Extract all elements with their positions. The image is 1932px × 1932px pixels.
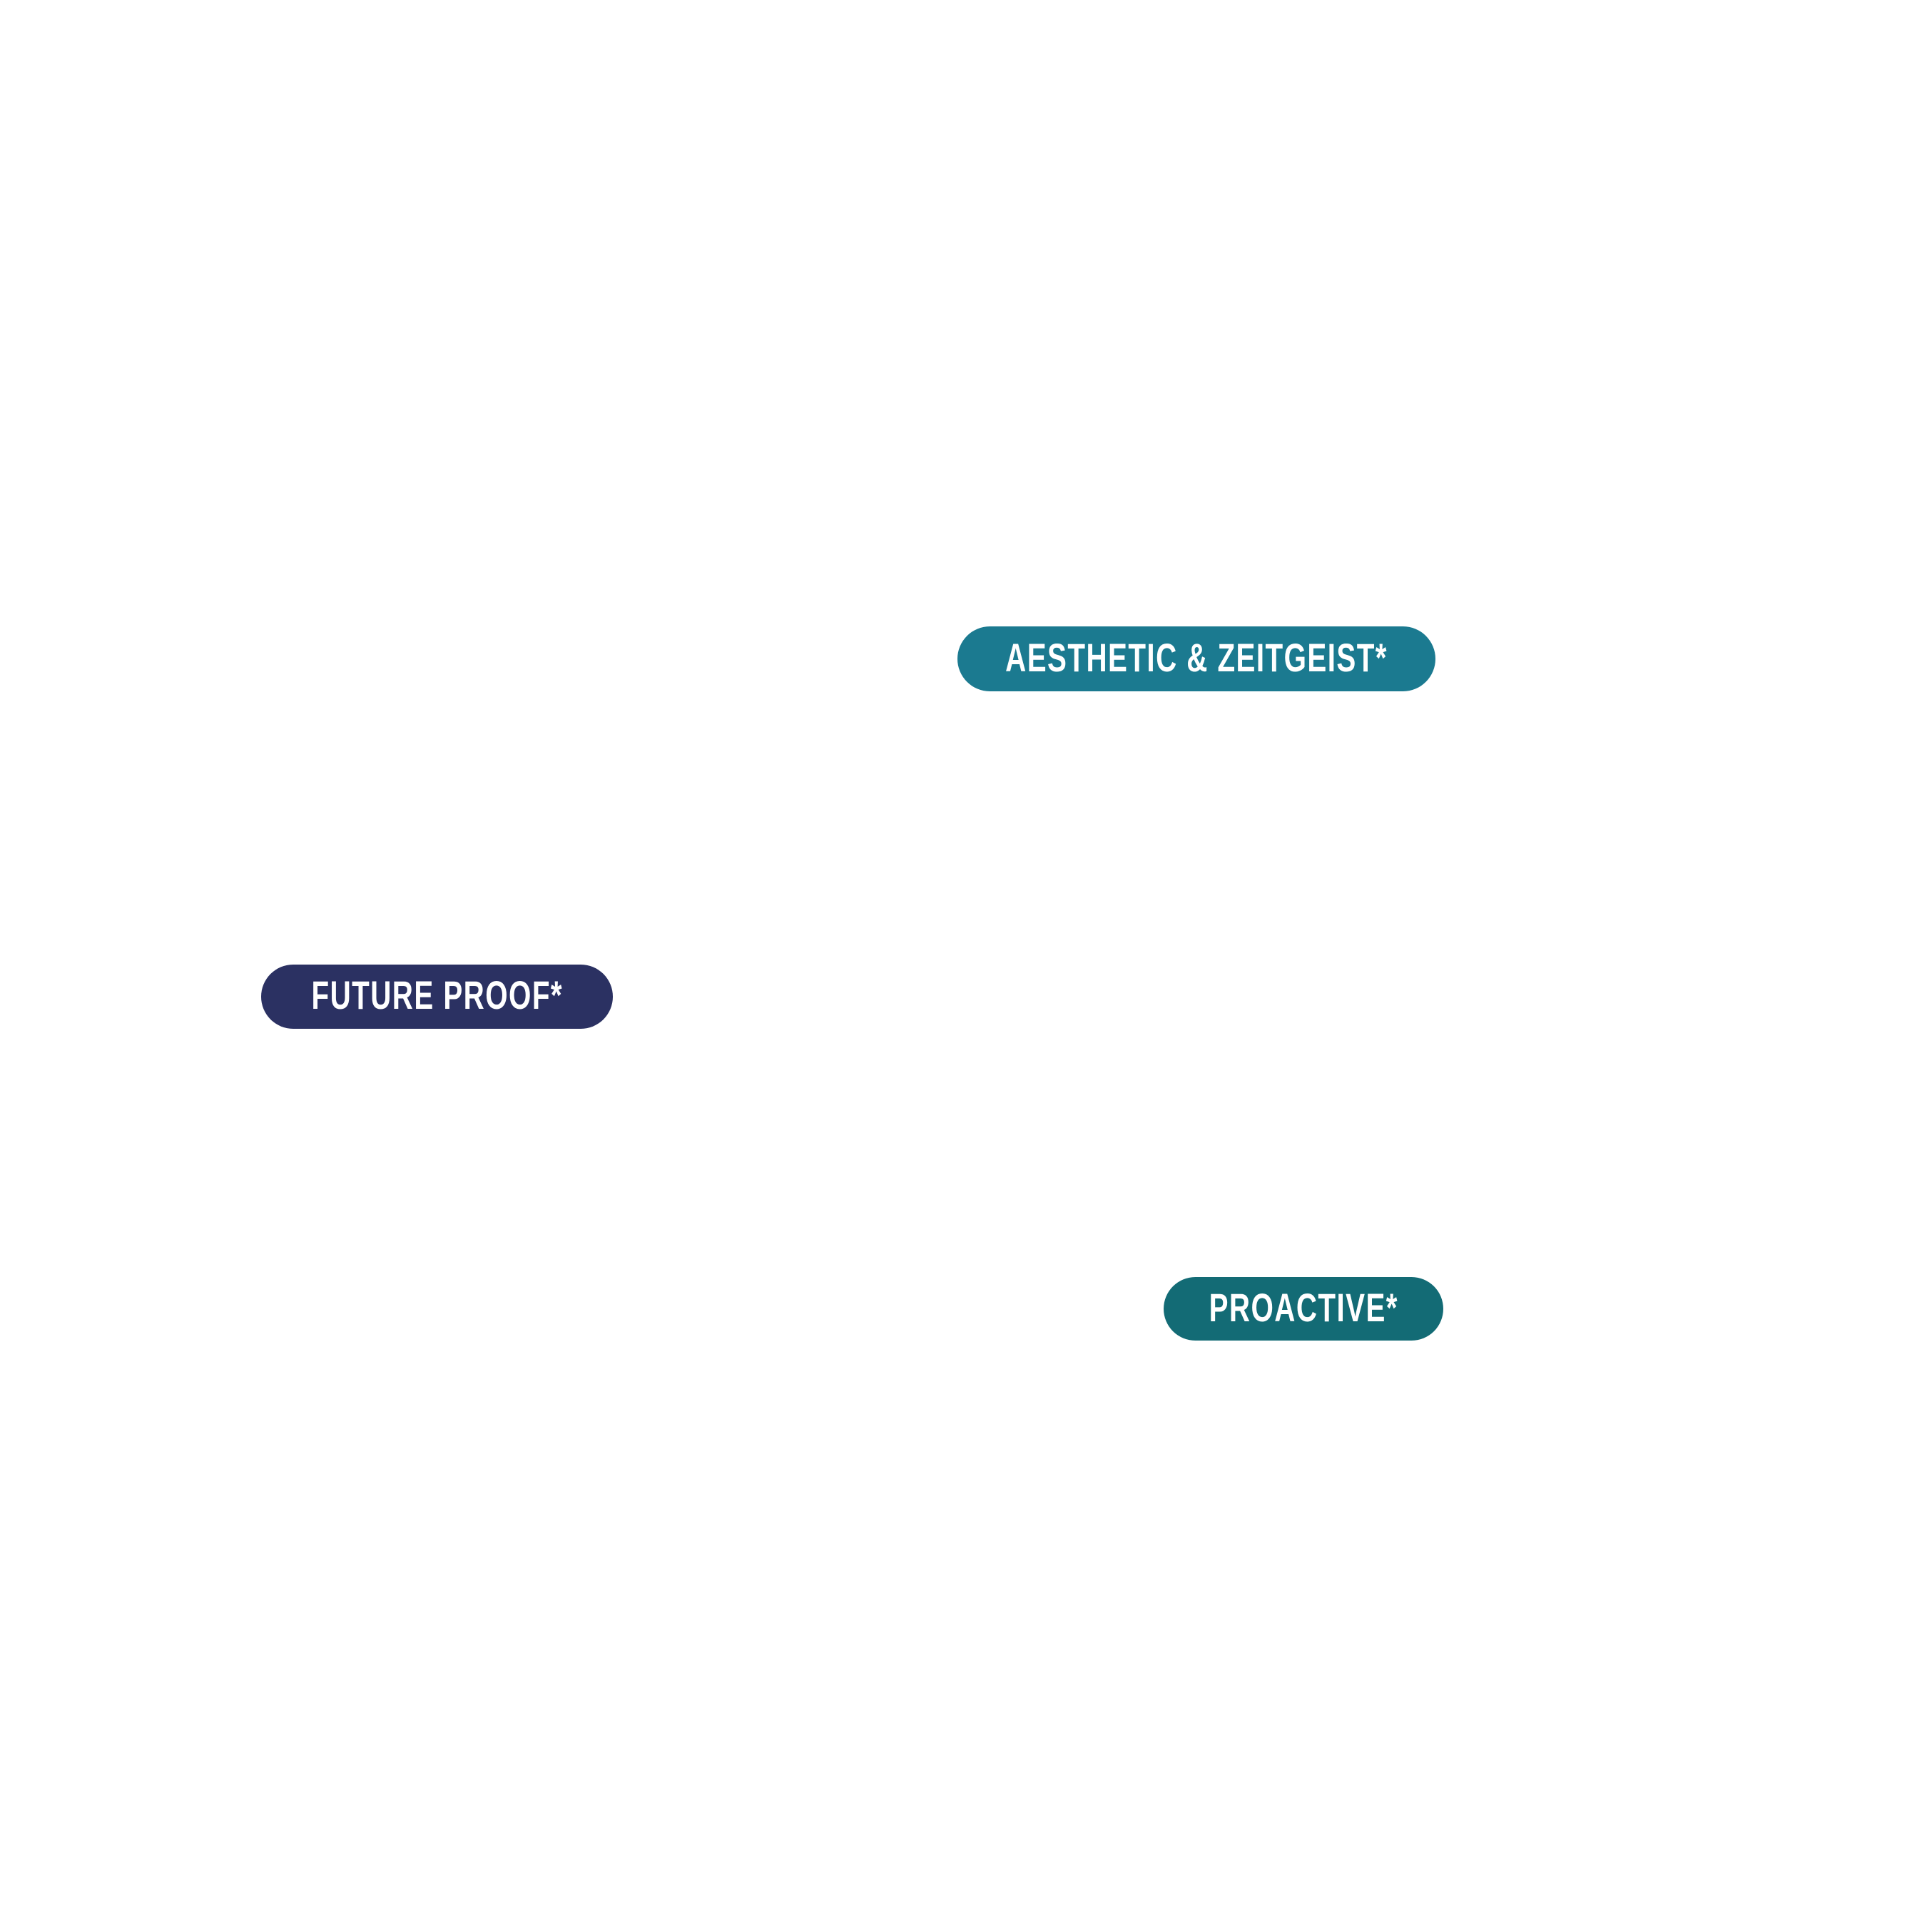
label-text-future-proof: FUTURE PROOF* <box>311 972 563 1017</box>
label-text-aesthetic-zeitgeist: AESTHETIC & ZEITGEIST* <box>1005 634 1388 680</box>
label-pill-proactive: PROACTIVE* <box>1164 1277 1443 1341</box>
label-pill-future-proof: FUTURE PROOF* <box>261 965 613 1029</box>
label-pill-aesthetic-zeitgeist: AESTHETIC & ZEITGEIST* <box>957 626 1435 691</box>
label-text-proactive: PROACTIVE* <box>1209 1284 1398 1330</box>
